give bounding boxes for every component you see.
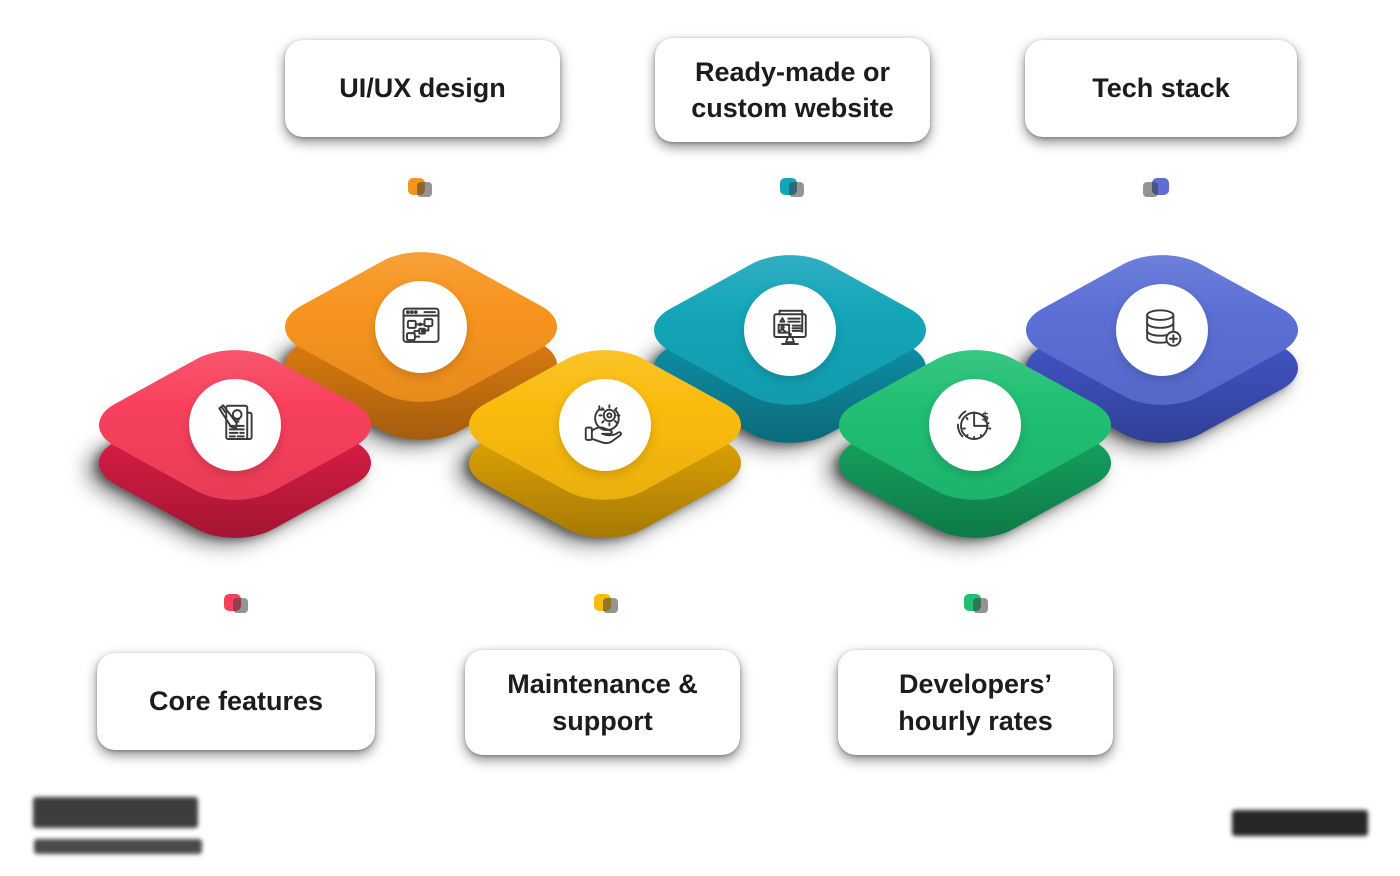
dot-uiux-design — [408, 178, 432, 197]
label-ready-made-custom-website: Ready-made or custom website — [655, 38, 930, 142]
logo-tagline-blurred — [34, 839, 202, 854]
logo-wordmark-blurred — [33, 797, 198, 828]
tile-ready-made-custom-website — [631, 242, 949, 456]
database-plus-icon — [1116, 284, 1208, 376]
label-uiux-design: UI/UX design — [285, 40, 560, 137]
svg-text:$: $ — [981, 410, 989, 424]
document-pencil-idea-icon — [189, 379, 281, 471]
wireframe-flow-icon — [375, 281, 467, 373]
tile-developers-hourly-rates: $ — [816, 337, 1134, 551]
tile-uiux-design — [262, 239, 580, 453]
tile-maintenance-support — [446, 337, 764, 551]
label-developers-hourly-rates: Developers’ hourly rates — [838, 650, 1113, 755]
label-maintenance-support: Maintenance & support — [465, 650, 740, 755]
tile-tech-stack — [1003, 242, 1321, 456]
dot-maintenance-support — [594, 594, 618, 613]
dot-ready-made-custom-website — [780, 178, 804, 197]
website-monitor-icon — [744, 284, 836, 376]
dot-core-features — [224, 594, 248, 613]
hand-gear-icon — [559, 379, 651, 471]
label-core-features: Core features — [97, 653, 375, 750]
tile-core-features — [76, 337, 394, 551]
dot-developers-hourly-rates — [964, 594, 988, 613]
dot-tech-stack — [1143, 178, 1169, 197]
brand-watermark-blurred — [1232, 810, 1368, 836]
clock-dollar-icon: $ — [929, 379, 1021, 471]
label-tech-stack: Tech stack — [1025, 40, 1297, 137]
